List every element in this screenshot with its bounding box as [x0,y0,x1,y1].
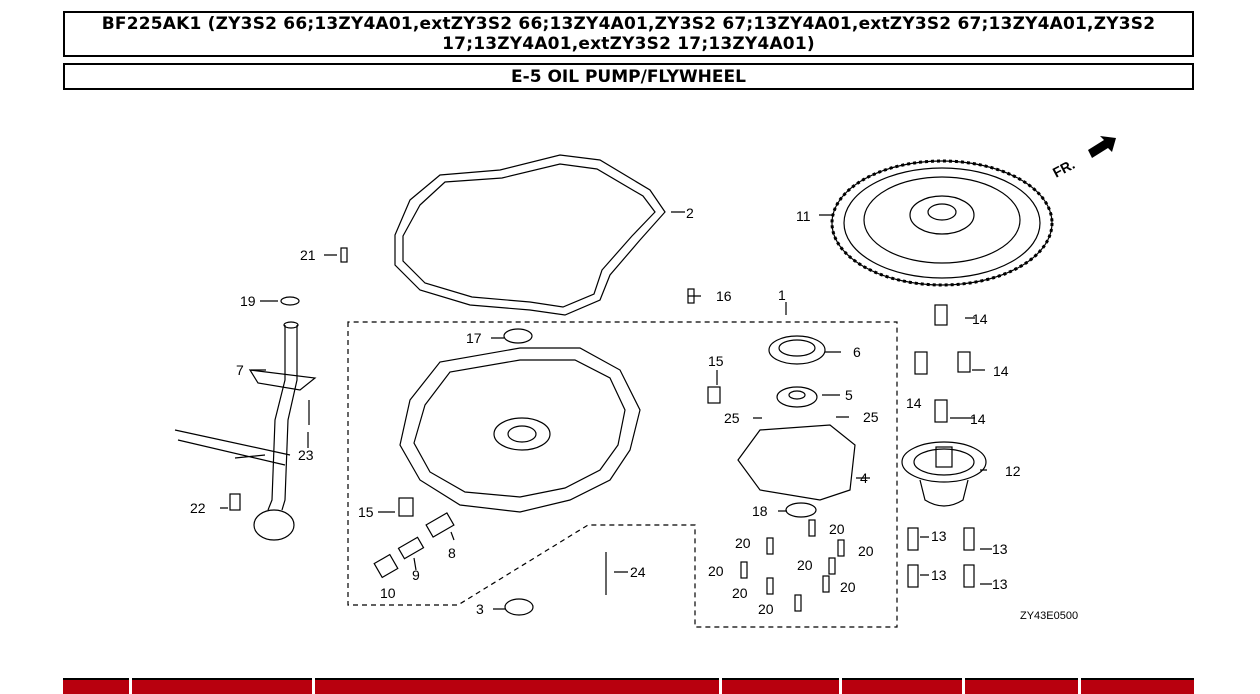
callout-14b: 14 [993,363,1009,379]
callout-3: 3 [476,601,484,617]
bolt-part-20a [766,537,774,555]
seal-part-17 [503,328,533,344]
bolt-part-20c [837,539,845,557]
bolt-part-20d [740,561,748,579]
outer-rotor-part-6 [768,335,826,365]
callout-14d: 14 [970,411,986,427]
callout-20d: 20 [708,563,724,579]
callout-8: 8 [448,545,456,561]
callout-20e: 20 [797,557,813,573]
seal-part-3 [504,598,534,616]
oring-part-19 [280,296,300,306]
callout-17: 17 [466,330,482,346]
valve-part-8 [425,512,455,538]
callout-15a: 15 [708,353,724,369]
callout-10: 10 [380,585,396,601]
callout-25b: 25 [863,409,879,425]
table-header-col-1 [63,678,129,694]
front-direction-arrow-icon: FR. [1050,136,1116,181]
callout-20f: 20 [840,579,856,595]
bolt-part-20g [822,575,830,593]
oil-pump-case [399,347,641,513]
table-header-col-5 [842,678,962,694]
callout-6: 6 [853,344,861,360]
bolt-part-13b [963,527,975,551]
callout-20b: 20 [829,521,845,537]
bolt-part-14a [934,304,948,326]
callout-15b: 15 [358,504,374,520]
callout-4: 4 [860,470,868,486]
callout-20h: 20 [758,601,774,617]
callout-19: 19 [240,293,256,309]
callout-20c: 20 [858,543,874,559]
table-header-col-4 [722,678,839,694]
callout-16: 16 [716,288,732,304]
table-header-col-6 [965,678,1078,694]
callout-21: 21 [300,247,316,263]
model-title: BF225AK1 (ZY3S2 66;13ZY4A01,extZY3S2 66;… [63,11,1194,57]
bolt-part-20e [828,557,836,575]
spring-part-9 [397,536,425,560]
callout-24: 24 [630,564,646,580]
pump-cover-part-4 [737,424,856,501]
callout-11: 11 [796,208,811,224]
callout-18: 18 [752,503,768,519]
callout-13d: 13 [992,576,1008,592]
drawing-code: ZY43E0500 [1020,610,1078,622]
strainer-pipe-part-7 [267,325,286,511]
callout-9: 9 [412,567,420,583]
front-label: FR. [1050,156,1077,181]
bolt-part-14c [957,351,971,373]
callout-20a: 20 [735,535,751,551]
callout-14c: 14 [906,395,922,411]
bolt-part-20b [808,519,816,537]
callout-5: 5 [845,387,853,403]
plug-part-10 [373,553,399,579]
parts-diagram: FR. 1 2 3 4 5 6 7 8 9 10 11 12 13 13 13 … [174,136,1116,628]
bolt-part-20f [766,577,774,595]
callout-13c: 13 [931,567,947,583]
callout-22: 22 [190,500,206,516]
table-header-col-7 [1081,678,1194,694]
callout-2: 2 [686,205,694,221]
table-header-col-2 [132,678,312,694]
bolt-part-22 [229,493,241,511]
callout-14a: 14 [972,311,988,327]
bolt-part-14d [934,399,948,423]
bolt-part-13a [907,527,919,551]
pin-part-21 [340,247,348,263]
callout-13a: 13 [931,528,947,544]
plug-part-15a [398,497,414,517]
flange-part-12 [901,441,987,483]
table-header-col-3 [315,678,719,694]
callout-1: 1 [778,287,786,303]
inner-rotor-part-5 [776,386,818,408]
bolt-part-20h [794,594,802,612]
bolt-part-13c [907,564,919,588]
callout-25a: 25 [724,410,740,426]
gasket-part-2 [394,154,666,316]
callout-12: 12 [1005,463,1021,479]
callout-13b: 13 [992,541,1008,557]
bolt-part-13d [963,564,975,588]
section-title: E-5 OIL PUMP/FLYWHEEL [63,63,1194,90]
bolt-part-14b [914,351,928,375]
seal-part-18 [785,502,817,518]
callout-7: 7 [236,362,244,378]
plug-part-15b [707,386,721,404]
callout-23: 23 [298,447,314,463]
callout-20g: 20 [732,585,748,601]
